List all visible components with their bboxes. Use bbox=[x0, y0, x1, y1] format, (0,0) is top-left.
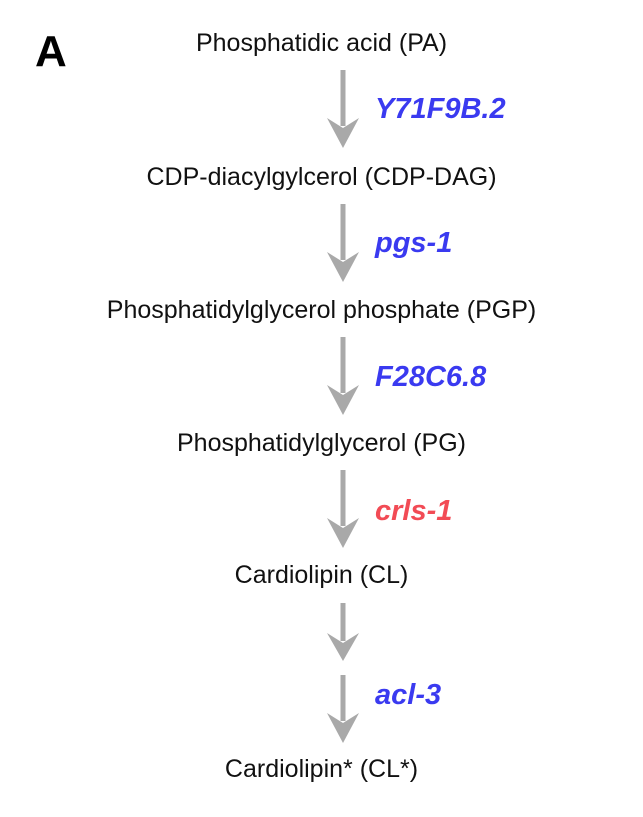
enzyme-label: pgs-1 bbox=[375, 227, 453, 259]
enzyme-label: F28C6.8 bbox=[375, 361, 487, 393]
metabolite-pa: Phosphatidic acid (PA) bbox=[195, 29, 448, 57]
metabolite-pgp: Phosphatidylglycerol phosphate (PGP) bbox=[106, 296, 537, 324]
arrow-down-icon bbox=[327, 470, 359, 548]
arrow-head bbox=[327, 713, 359, 743]
metabolite-cl-star: Cardiolipin* (CL*) bbox=[224, 755, 419, 783]
enzyme-label: acl-3 bbox=[375, 679, 442, 711]
arrow-head bbox=[327, 518, 359, 548]
metabolite-cl: Cardiolipin (CL) bbox=[234, 561, 409, 589]
panel-label: A bbox=[35, 27, 67, 76]
arrow-down-icon bbox=[327, 603, 359, 661]
metabolite-cdp-dag: CDP-diacylgylcerol (CDP-DAG) bbox=[146, 163, 497, 191]
arrow-shaft bbox=[340, 470, 346, 526]
metabolite-pg: Phosphatidylglycerol (PG) bbox=[176, 429, 466, 457]
arrow-head bbox=[327, 633, 359, 661]
arrow-shaft bbox=[340, 337, 346, 393]
enzyme-label: crls-1 bbox=[375, 495, 453, 527]
arrow-down-icon bbox=[327, 70, 359, 148]
arrow-head bbox=[327, 385, 359, 415]
arrow-shaft bbox=[340, 70, 346, 126]
arrow-shaft bbox=[340, 675, 346, 721]
arrow-head bbox=[327, 118, 359, 148]
arrow-down-icon bbox=[327, 204, 359, 282]
arrow-shaft bbox=[340, 204, 346, 260]
arrow-head bbox=[327, 252, 359, 282]
arrow-down-icon bbox=[327, 337, 359, 415]
arrow-down-icon bbox=[327, 675, 359, 743]
arrow-shaft bbox=[340, 603, 346, 641]
enzyme-label: Y71F9B.2 bbox=[375, 93, 506, 125]
